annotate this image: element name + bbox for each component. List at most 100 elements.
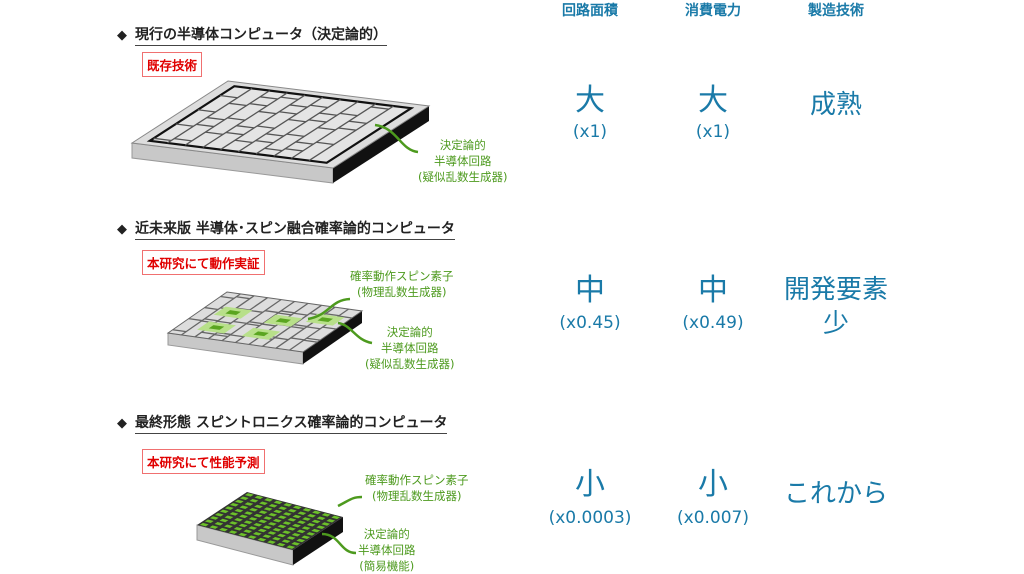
spin-device (244, 511, 253, 515)
spin-device (229, 503, 239, 507)
spin-device (292, 514, 302, 519)
spin-device (238, 532, 248, 537)
spin-device (239, 505, 249, 510)
circuit-line (220, 96, 238, 98)
circuit-line (262, 324, 276, 326)
circuit-line (338, 316, 352, 318)
spin-device (267, 522, 277, 526)
circuit-line (266, 134, 284, 136)
technology-maturity: 成熟 (809, 90, 862, 120)
area-value: 中 (575, 273, 605, 308)
circuit-line (281, 311, 295, 313)
spin-device (252, 532, 262, 536)
area-ratio: (x0.0003) (548, 508, 632, 528)
label-deterministic-circuit: 決定論的半導体回路(簡易機能) (358, 527, 416, 573)
spin-device (331, 515, 341, 520)
spin-device (292, 523, 301, 528)
spin-device (282, 512, 292, 516)
spin-device (302, 508, 312, 512)
spin-device (277, 533, 286, 538)
power-value: 小 (698, 467, 728, 502)
circuit-line (196, 124, 214, 126)
label-deterministic-circuit: 決定論的半導体回路(疑似乱数生成器) (418, 138, 508, 184)
circuit-line (307, 327, 321, 329)
spin-device (326, 518, 336, 523)
spin-device (199, 522, 209, 527)
circuit-line (182, 294, 241, 335)
circuit-line (274, 102, 358, 157)
circuit-line (217, 321, 231, 323)
spin-device (243, 529, 253, 534)
spin-device (296, 538, 306, 543)
spin-device (302, 517, 311, 521)
spin-device (273, 500, 283, 505)
spin-device (317, 317, 333, 323)
circuit-line (278, 313, 292, 315)
spin-device (286, 545, 296, 549)
spin-device (244, 502, 254, 506)
spin-device (307, 513, 316, 518)
spin-device (277, 524, 287, 529)
spin-device (281, 539, 291, 544)
spin-device (253, 331, 269, 337)
circuit-line (285, 149, 303, 151)
spin-device (214, 522, 224, 526)
spin-device (262, 534, 272, 539)
power-ratio: (x0.007) (677, 508, 749, 528)
spin-device (278, 506, 288, 510)
spin-device (229, 512, 239, 516)
circuit-line (236, 126, 254, 128)
spin-device (282, 521, 292, 525)
column-header-technology: 製造技術 (808, 3, 864, 19)
spin-device (254, 495, 264, 500)
spin-device (234, 508, 244, 513)
circuit-line (326, 314, 340, 316)
circuit-line (287, 134, 305, 136)
section-title-hybrid: ◆近未来版 半導体･スピン融合確率論的コンピュータ (117, 218, 455, 240)
spin-device (267, 540, 276, 544)
circuit-line (259, 111, 277, 113)
spin-device (282, 530, 291, 534)
spin-device (248, 526, 258, 530)
spin-device (243, 520, 253, 524)
spin-device (287, 527, 296, 531)
spin-device (244, 493, 254, 497)
circuit-line (222, 300, 281, 341)
spin-device (321, 513, 331, 517)
spin-device (263, 516, 273, 520)
circuit-line (307, 338, 321, 340)
power-ratio: (x0.49) (682, 313, 744, 333)
circuit-line (207, 118, 225, 120)
circuit-line (176, 124, 194, 126)
spin-device (291, 542, 301, 546)
circuit-line (318, 128, 336, 130)
spin-device (268, 513, 278, 517)
circuit-line (217, 333, 231, 335)
circuit-line (281, 97, 299, 99)
spin-device (249, 508, 258, 512)
spin-device (249, 498, 259, 503)
spin-device (253, 522, 263, 527)
spin-device (263, 507, 273, 511)
circuit-line (256, 99, 340, 154)
circuit-line (230, 335, 244, 337)
circuit-line (340, 113, 358, 115)
circuit-line (236, 297, 250, 299)
chip-current (132, 81, 429, 184)
circuit-line (226, 133, 244, 135)
circuit-line (256, 141, 274, 143)
spin-device (258, 519, 268, 524)
circuit-line (316, 142, 334, 144)
spin-device (209, 516, 219, 520)
circuit-line (349, 121, 367, 123)
circuit-line (309, 106, 393, 161)
spin-device (316, 525, 326, 530)
spin-device (311, 528, 321, 533)
spin-device (254, 504, 263, 509)
chip-hybrid (168, 292, 373, 365)
circuit-line (246, 324, 260, 326)
circuit-line (275, 338, 289, 340)
spin-device (306, 532, 316, 536)
spin-device (287, 518, 297, 522)
spin-device (306, 523, 316, 527)
